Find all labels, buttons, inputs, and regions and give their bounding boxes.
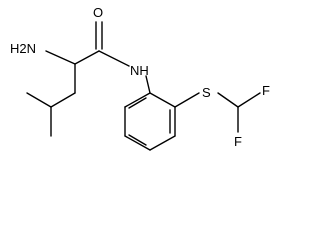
ring-bond-1 (149, 92, 176, 108)
ring-bond-4 (124, 135, 151, 151)
chemical-structure-diagram: H2N O NH S F F (10, 5, 270, 151)
bond-ch2-ch (50, 92, 76, 108)
bond-n-ring (145, 75, 151, 94)
ring-bond-6 (124, 92, 151, 108)
bond-s-chf2 (217, 92, 239, 108)
bond-calpha-nh2 (45, 50, 76, 65)
ring-inner-double-2 (128, 134, 147, 146)
bond-calpha-ccarbonyl (74, 50, 100, 65)
bond-ring-s (174, 92, 200, 108)
bond-ch-methyl-left (26, 92, 52, 108)
bond-ccarbonyl-n (98, 50, 130, 67)
label-sulfur: S (202, 85, 211, 100)
label-amine: H2N (10, 41, 36, 56)
label-fluorine-lower: F (234, 134, 242, 149)
ring-inner-double-3 (128, 97, 147, 109)
bonds (26, 21, 261, 151)
bond-c-f-upper (237, 92, 261, 108)
atom-labels: H2N O NH S F F (10, 5, 270, 149)
ring-bond-3 (149, 135, 176, 151)
label-carbonyl-oxygen: O (93, 5, 103, 20)
label-fluorine-upper: F (262, 83, 270, 98)
label-amide-nh: NH (130, 63, 149, 78)
